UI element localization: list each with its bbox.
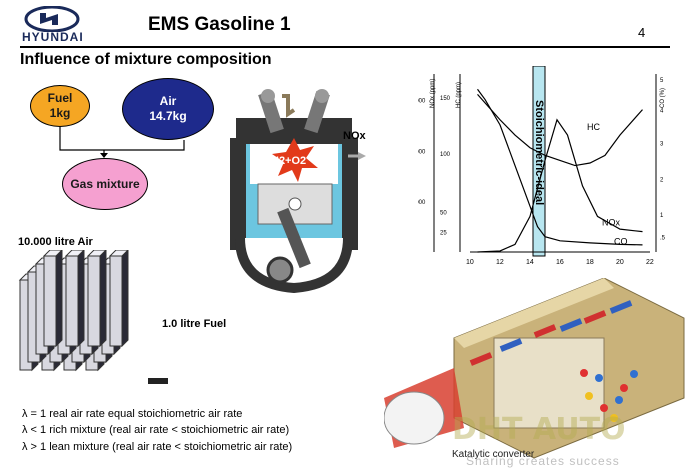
nox-label: NOx bbox=[343, 130, 366, 142]
header-divider bbox=[20, 46, 670, 48]
co-tick-label: 1 bbox=[660, 213, 664, 219]
air-block-side bbox=[121, 250, 129, 348]
x-tick-label: 18 bbox=[586, 259, 594, 266]
section-title: Influence of mixture composition bbox=[20, 51, 272, 68]
x-tick-label: 22 bbox=[646, 259, 654, 266]
emission-chart: Stoichiometric-ideal10121416182022010002… bbox=[418, 66, 666, 266]
series-nox-label: NOx bbox=[602, 218, 621, 228]
air-block bbox=[109, 255, 123, 347]
fuel-volume-block bbox=[148, 378, 168, 384]
hc-tick-label: 150 bbox=[440, 96, 451, 102]
lambda-equal-line: λ = 1 real air rate equal stoichiometric… bbox=[22, 408, 243, 420]
x-tick-label: 10 bbox=[466, 259, 474, 266]
air-block bbox=[65, 255, 79, 347]
air-node: Air 14.7kg bbox=[122, 78, 214, 140]
page-number: 4 bbox=[638, 25, 646, 40]
air-block-side bbox=[55, 250, 63, 348]
co-tick-label: 2 bbox=[660, 177, 664, 183]
air-block-top bbox=[108, 250, 129, 257]
fuel-volume-label: 1.0 litre Fuel bbox=[162, 318, 227, 330]
air-block-side bbox=[77, 250, 85, 348]
co-tick-label: 5 bbox=[660, 78, 664, 84]
x-tick-label: 12 bbox=[496, 259, 504, 266]
air-volume-label: 10.000 litre Air bbox=[18, 236, 93, 248]
air-block bbox=[43, 255, 57, 347]
series-hc-label: HC bbox=[587, 122, 600, 132]
co-axis-label: CO (%) bbox=[660, 88, 666, 108]
series-co-label: CO bbox=[614, 236, 628, 246]
series-co-line bbox=[477, 88, 643, 246]
x-tick-label: 14 bbox=[526, 259, 534, 266]
lambda-lean-line: λ > 1 lean mixture (real air rate < stoi… bbox=[22, 441, 293, 453]
watermark-logo: DHT AUTO bbox=[452, 412, 626, 447]
flame-label: N2+O2 bbox=[271, 155, 307, 167]
catalytic-converter-illustration bbox=[384, 278, 685, 459]
watermark-tagline: Sharing creates success bbox=[466, 454, 620, 468]
fuel-node: Fuel 1kg bbox=[30, 85, 90, 127]
hyundai-logo bbox=[22, 5, 82, 46]
co-tick-label: .5 bbox=[660, 236, 666, 242]
air-block-top bbox=[42, 250, 63, 257]
series-nox-line bbox=[477, 118, 643, 253]
series-hc-line bbox=[477, 93, 643, 167]
engine-cylinder-illustration bbox=[230, 89, 366, 294]
nox-tick-label: 3000 bbox=[418, 98, 426, 104]
hc-axis-label: HC (ppm) bbox=[456, 82, 462, 108]
co-tick-label: 3 bbox=[660, 142, 664, 148]
nox-axis-label: NOx (ppm) bbox=[430, 79, 436, 108]
slide-title: EMS Gasoline 1 bbox=[148, 14, 291, 35]
air-block-top bbox=[64, 250, 85, 257]
catalytic-converter-label: Katalytic converter bbox=[452, 449, 535, 460]
x-tick-label: 16 bbox=[556, 259, 564, 266]
lambda-rich-line: λ < 1 rich mixture (real air rate < stoi… bbox=[22, 424, 290, 436]
air-block bbox=[87, 255, 101, 347]
x-tick-label: 20 bbox=[616, 259, 624, 266]
nox-tick-label: 1000 bbox=[418, 200, 426, 206]
air-block-top bbox=[86, 250, 107, 257]
hc-tick-label: 50 bbox=[440, 210, 447, 216]
air-volume-blocks bbox=[18, 250, 129, 372]
hc-tick-label: 25 bbox=[440, 231, 447, 237]
brand-wordmark: HYUNDAI bbox=[22, 30, 84, 44]
gas-mixture-node: Gas mixture bbox=[62, 158, 148, 210]
air-block-side bbox=[99, 250, 107, 348]
co-tick-label: 4 bbox=[660, 109, 664, 115]
hc-tick-label: 100 bbox=[440, 152, 451, 158]
